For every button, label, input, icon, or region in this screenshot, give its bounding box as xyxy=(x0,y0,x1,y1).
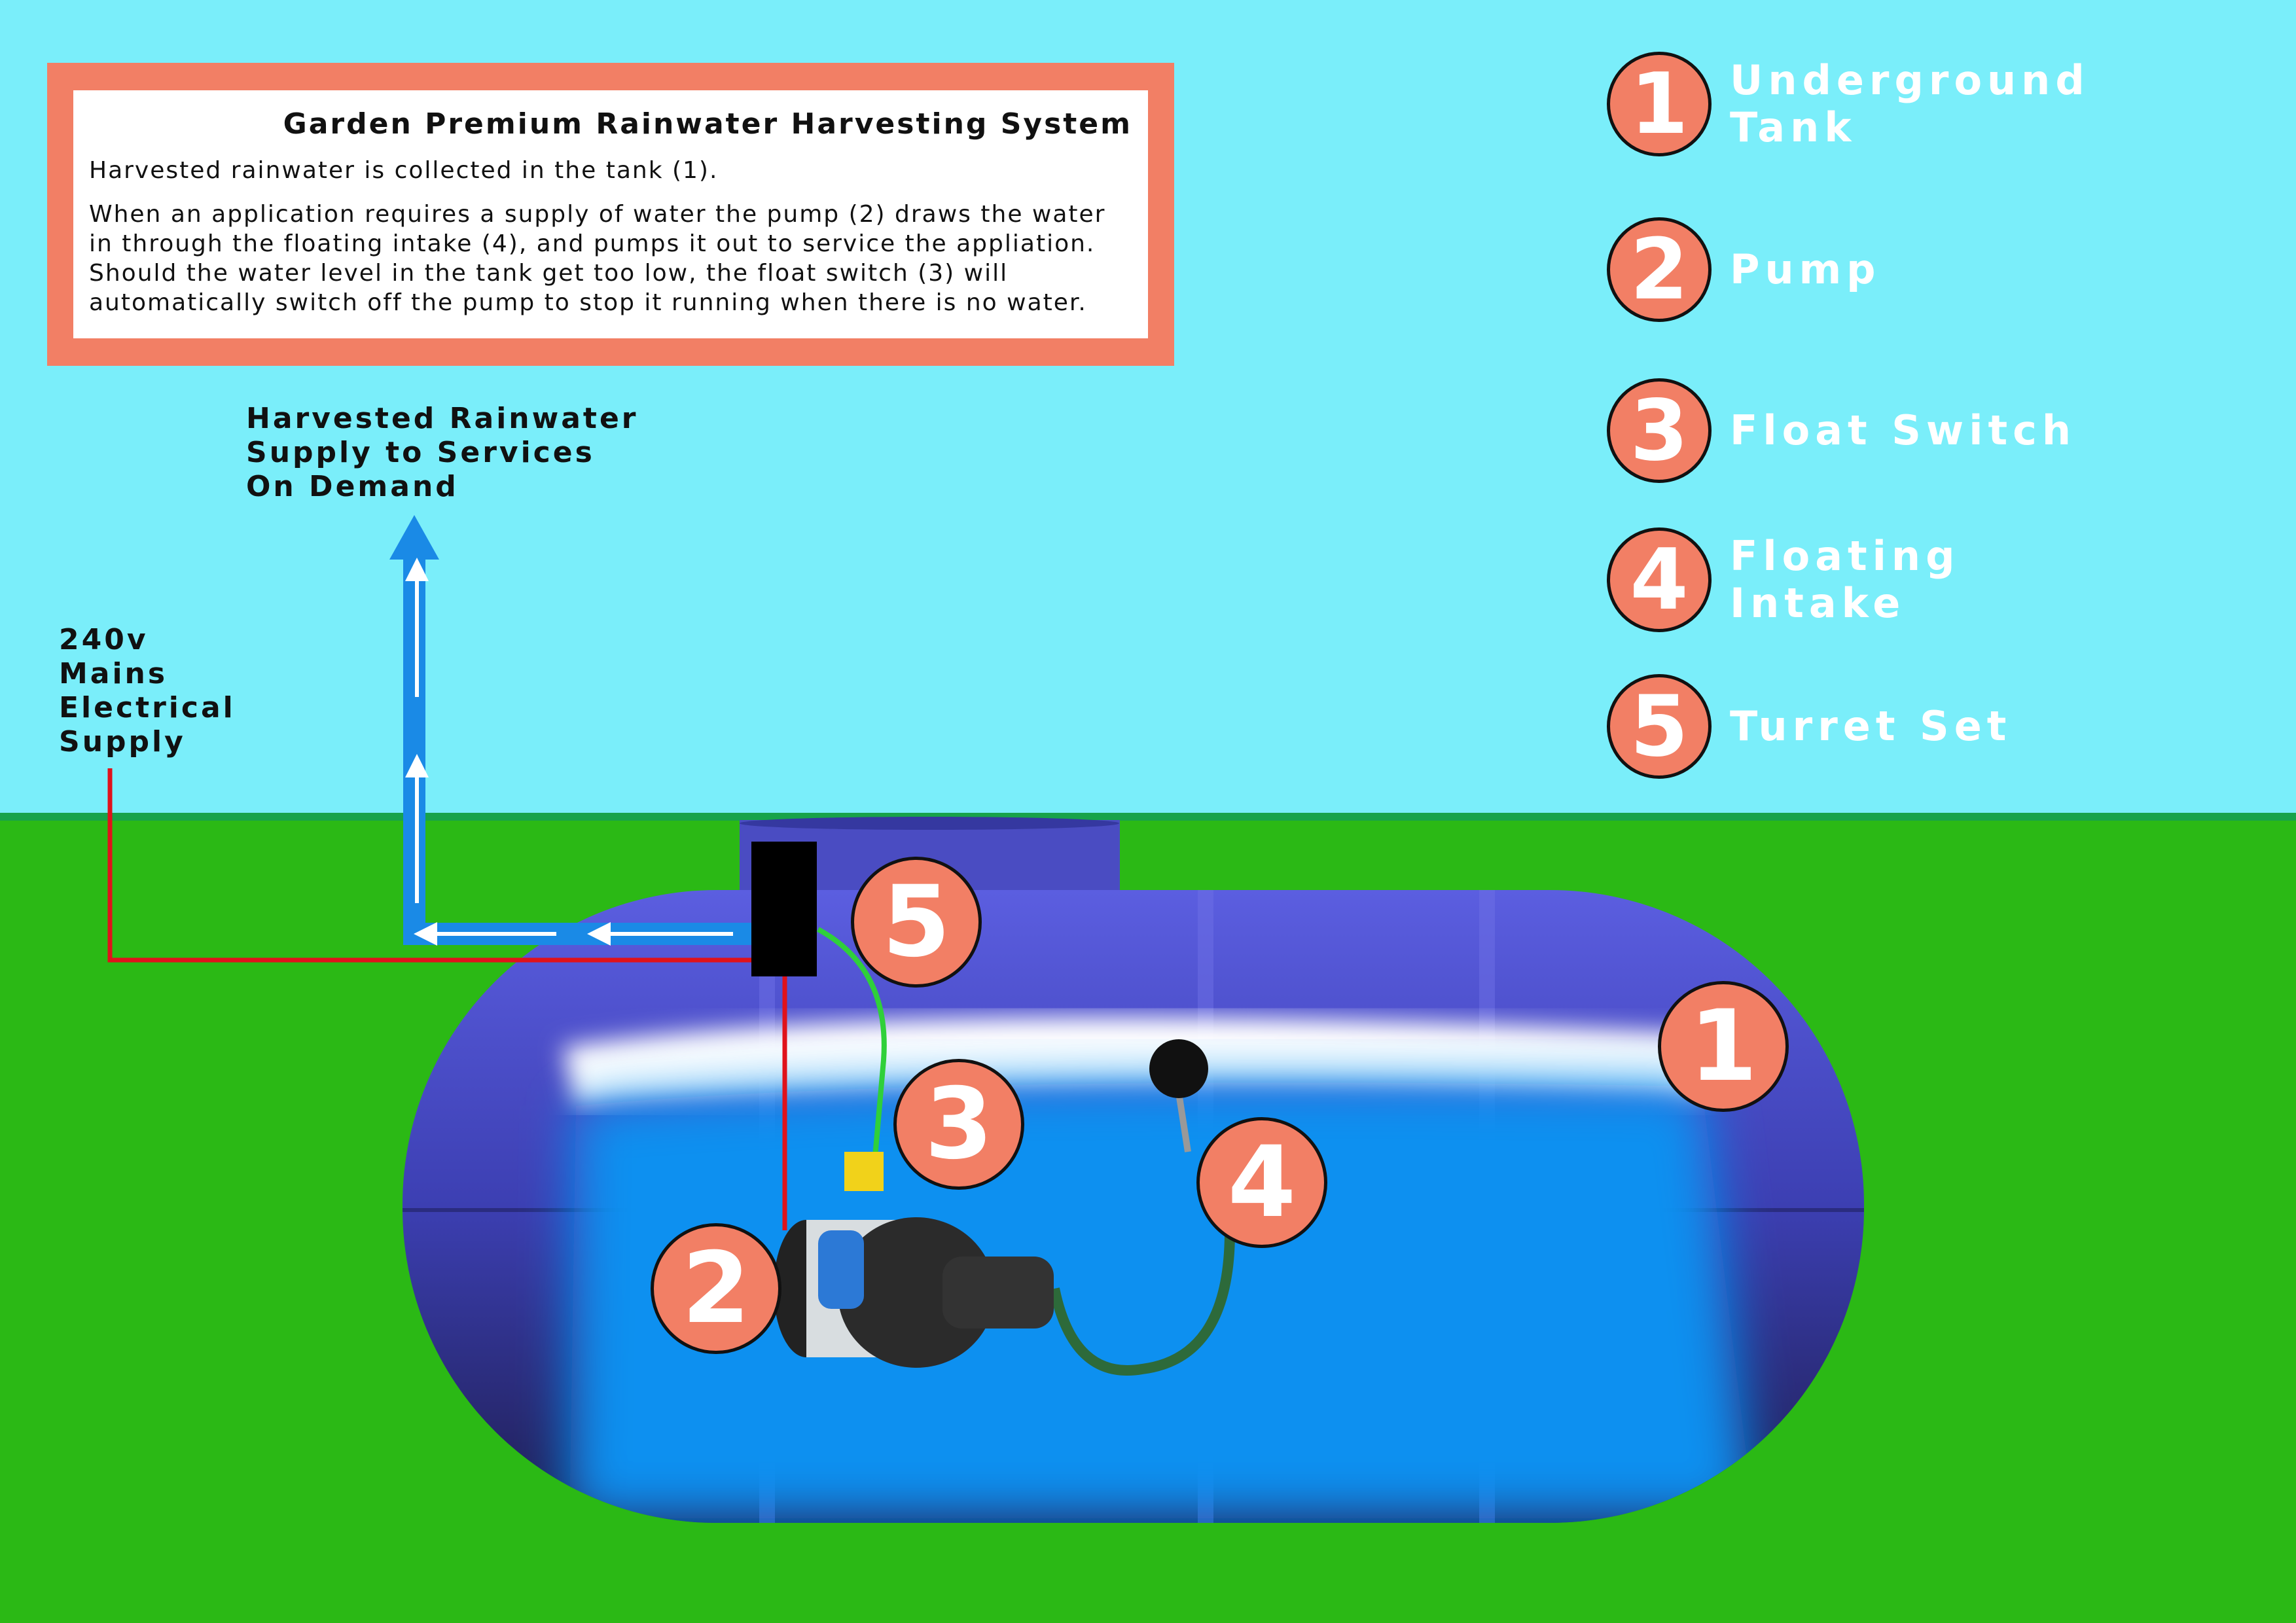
info-box: Garden Premium Rainwater Harvesting Syst… xyxy=(47,63,1174,366)
legend-label: Floating Intake xyxy=(1730,532,1960,627)
mains-wire xyxy=(107,768,787,1230)
legend-label: Turret Set xyxy=(1730,702,2012,750)
legend-item-float-switch: 3 Float Switch xyxy=(1607,378,2096,483)
info-paragraph-1: Harvested rainwater is collected in the … xyxy=(89,157,719,184)
floating-intake xyxy=(1149,1039,1208,1152)
mains-label: 240v Mains Electrical Supply xyxy=(59,623,236,758)
legend-item-pump: 2 Pump xyxy=(1607,217,2096,322)
float-switch-cable xyxy=(817,927,887,1172)
marker-pump: 2 xyxy=(651,1223,781,1354)
legend-number: 4 xyxy=(1607,527,1712,632)
legend-label: Underground Tank xyxy=(1730,56,2090,151)
legend-label: Float Switch xyxy=(1730,406,2076,454)
legend-number: 5 xyxy=(1607,674,1712,779)
legend-number: 2 xyxy=(1607,217,1712,322)
legend-item-turret-set: 5 Turret Set xyxy=(1607,674,2096,779)
marker-floating-intake: 4 xyxy=(1196,1117,1327,1248)
legend-item-floating-intake: 4 Floating Intake xyxy=(1607,527,2096,632)
control-box xyxy=(751,842,817,976)
supply-label: Harvested Rainwater Supply to Services O… xyxy=(246,402,639,503)
legend-item-underground-tank: 1 Underground Tank xyxy=(1607,52,2096,156)
marker-float-switch: 3 xyxy=(893,1059,1024,1190)
legend-number: 1 xyxy=(1607,52,1712,156)
underground-tank xyxy=(403,817,1864,1523)
info-title: Garden Premium Rainwater Harvesting Syst… xyxy=(283,107,1132,141)
pump xyxy=(774,1152,1236,1376)
marker-tank: 1 xyxy=(1658,981,1789,1112)
marker-turret: 5 xyxy=(851,857,982,988)
info-paragraph-2: When an application requires a supply of… xyxy=(89,201,1106,316)
legend-number: 3 xyxy=(1607,378,1712,483)
legend-label: Pump xyxy=(1730,245,1881,293)
ground-line xyxy=(0,813,2296,821)
supply-pipe xyxy=(389,515,751,946)
